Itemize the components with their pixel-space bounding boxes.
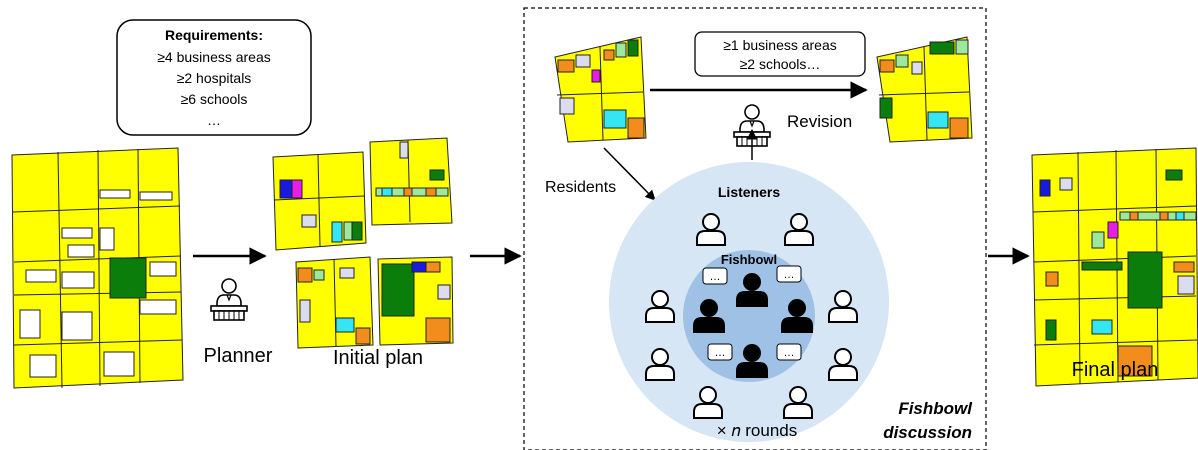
residents-label: Residents — [545, 179, 616, 196]
speech-bubble-text: … — [715, 347, 726, 359]
arrow-residents — [603, 147, 656, 201]
requirement-line: … — [207, 112, 221, 128]
revision-line: ≥2 schools… — [740, 56, 821, 72]
requirements-box: Requirements: ≥4 business areas ≥2 hospi… — [116, 19, 312, 136]
speech-bubbles: … … … … — [702, 265, 802, 361]
requirement-line: ≥4 business areas — [157, 49, 271, 65]
planner-label: Planner — [204, 345, 273, 367]
revised-map — [876, 36, 973, 143]
revision-box: ≥1 business areas ≥2 schools… — [694, 31, 866, 77]
initial-plan-map — [272, 137, 454, 349]
fishbowl-label: Fishbowl — [721, 252, 777, 267]
requirement-line: ≥2 hospitals — [177, 70, 252, 86]
speech-bubble-text: … — [784, 269, 795, 281]
speech-bubble: … — [776, 265, 802, 283]
speech-bubble: … — [702, 267, 728, 285]
fishbowl-discussion-label: Fishbowl — [898, 399, 973, 418]
planner-icon — [210, 278, 248, 321]
final-plan-map — [1031, 147, 1198, 387]
final-plan-label: Final plan — [1072, 359, 1159, 381]
listeners-label: Listeners — [718, 184, 780, 200]
rounds-label: × 𝑛 rounds — [717, 421, 797, 440]
requirement-line: ≥6 schools — [181, 91, 248, 107]
requirements-title: Requirements: — [165, 27, 263, 43]
discussion-frame — [523, 7, 987, 450]
revision-label: Revision — [787, 112, 852, 131]
discussion-input-map — [554, 36, 647, 143]
speech-bubble: … — [707, 343, 733, 361]
initial-plan-label: Initial plan — [333, 347, 423, 369]
speech-bubble-text: … — [784, 347, 795, 359]
speech-bubble-text: … — [710, 271, 721, 283]
base-map — [11, 147, 184, 389]
speech-bubble: … — [776, 343, 802, 361]
revision-line: ≥1 business areas — [723, 37, 837, 53]
fishbowl-discussion-label: discussion — [883, 423, 972, 442]
